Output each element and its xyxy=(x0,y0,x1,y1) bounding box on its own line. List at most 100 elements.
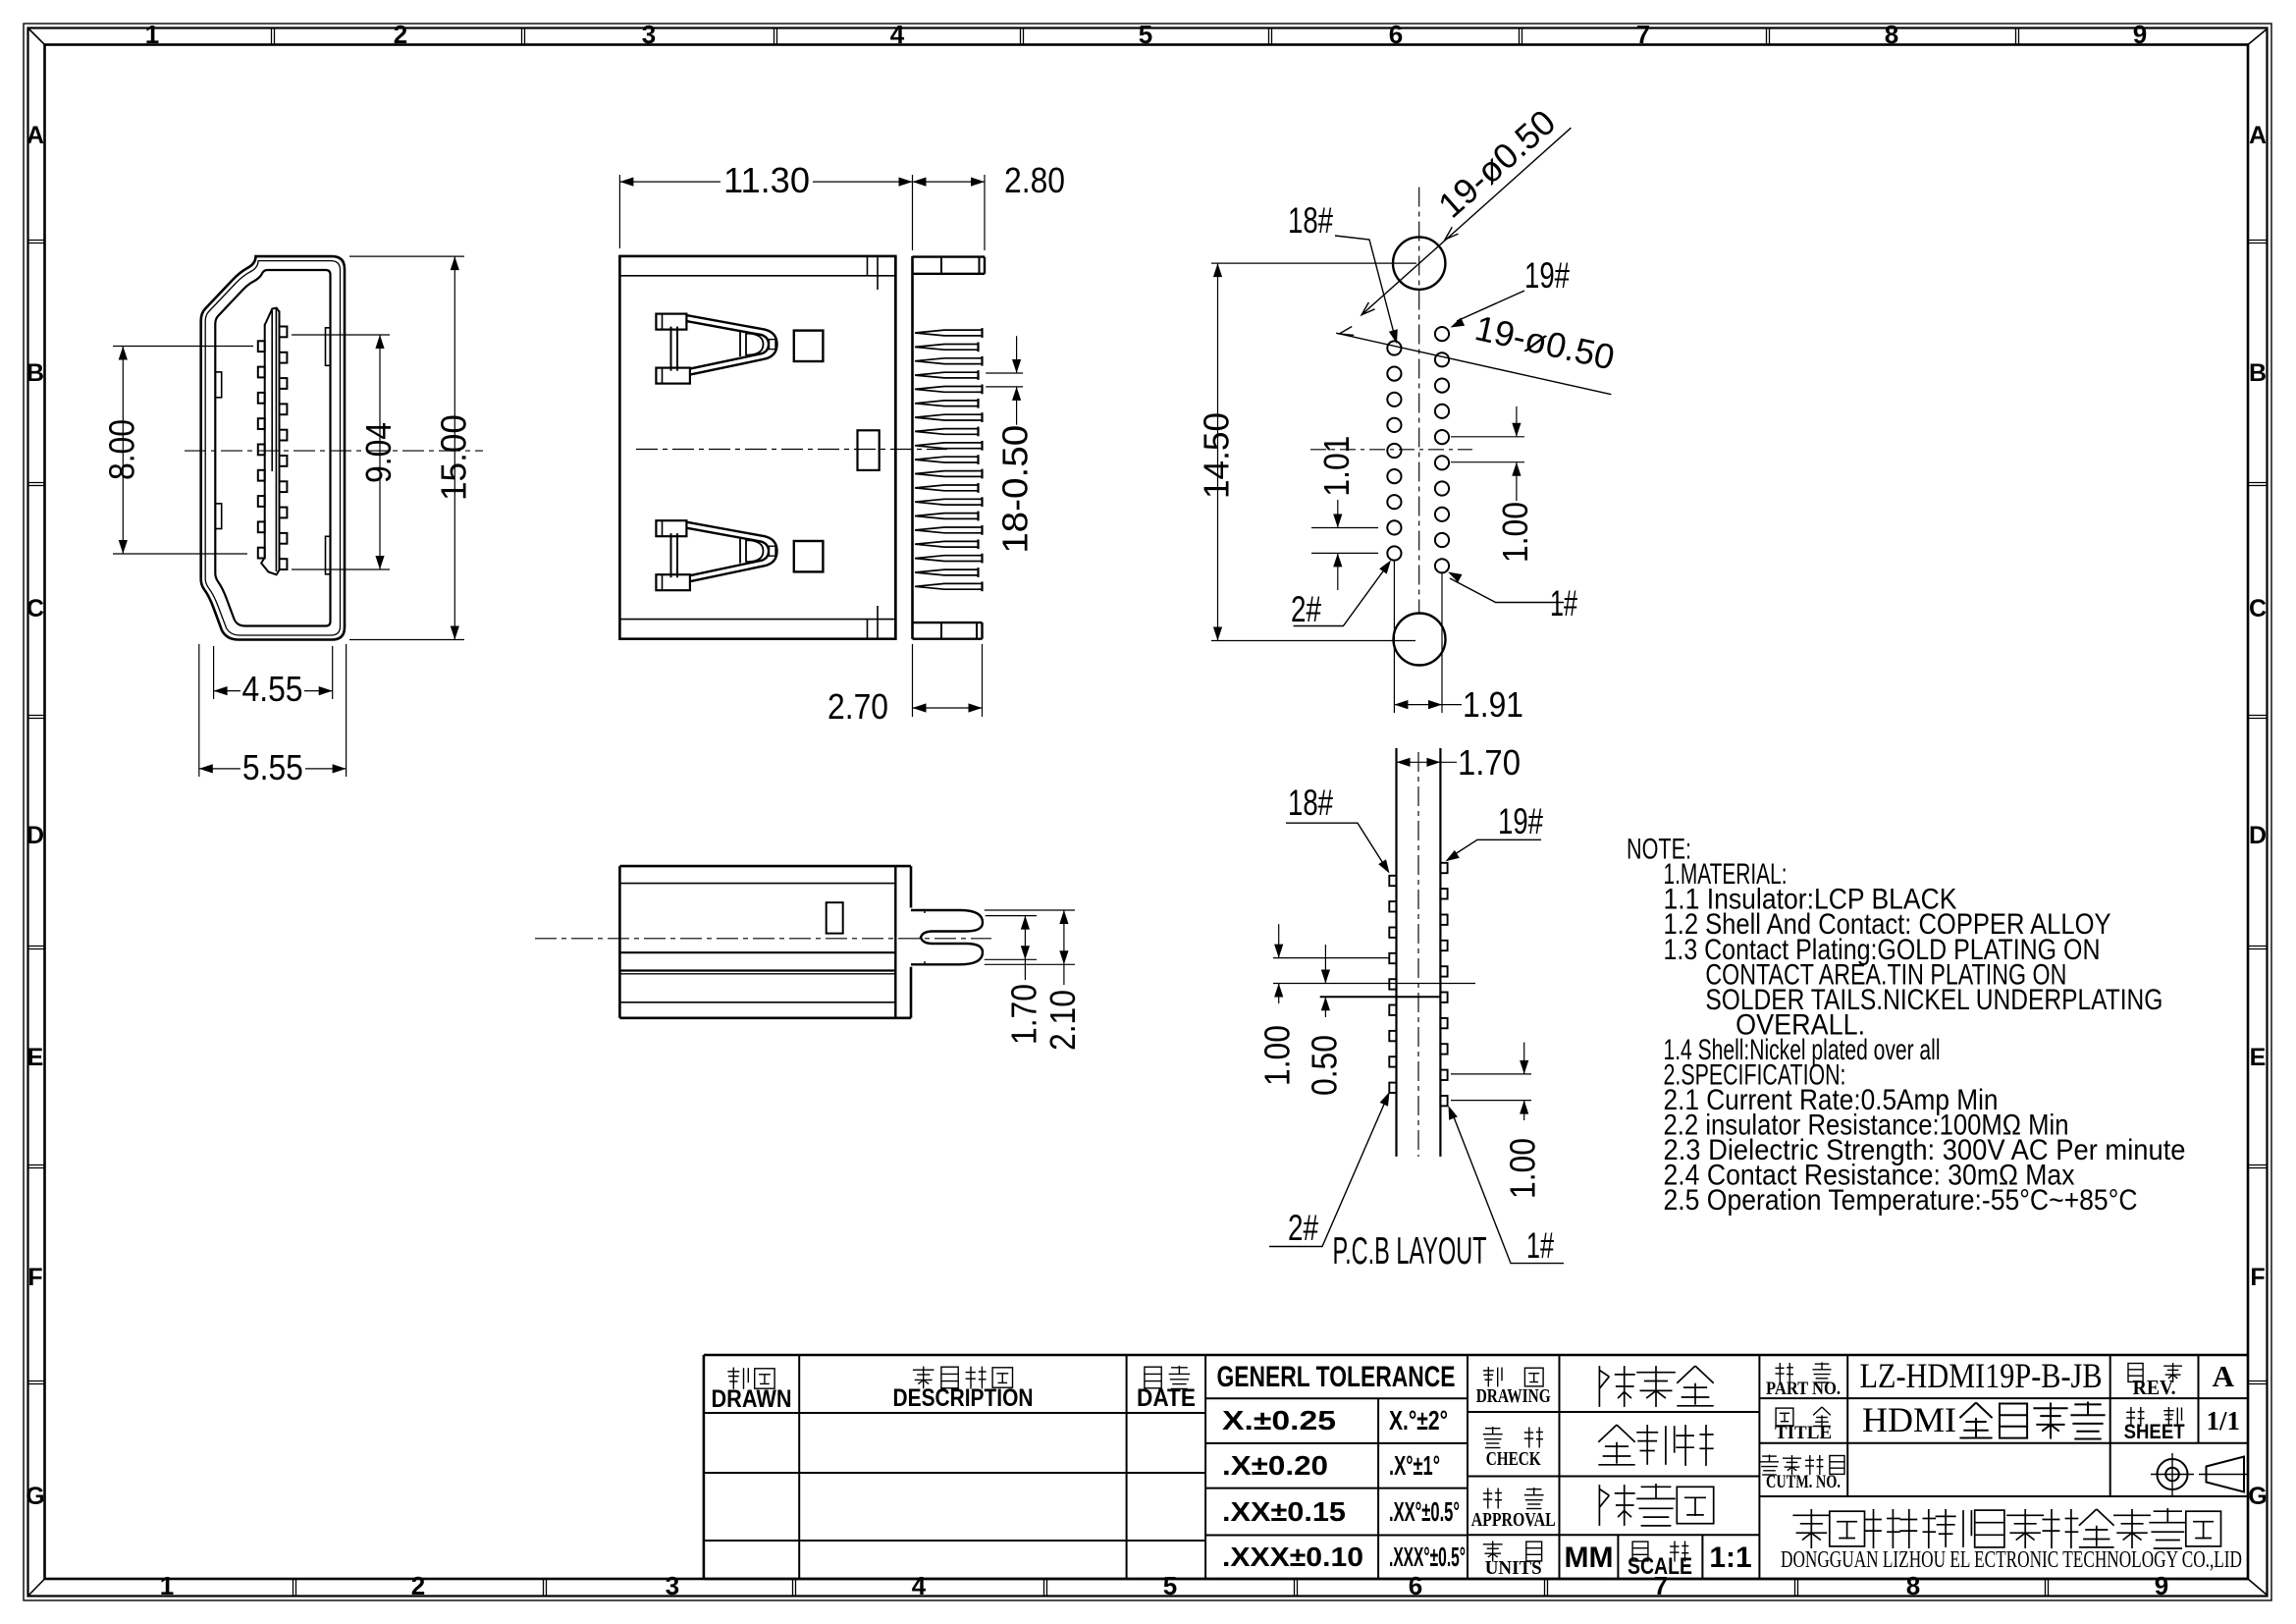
svg-text:1.91: 1.91 xyxy=(1463,684,1523,725)
svg-text:1.00: 1.00 xyxy=(1257,1025,1298,1086)
svg-text:2#: 2# xyxy=(1291,589,1321,629)
svg-text:APPROVAL: APPROVAL xyxy=(1471,1509,1556,1531)
svg-text:E: E xyxy=(27,1044,44,1071)
svg-text:1: 1 xyxy=(160,1571,174,1600)
svg-text:DRAWN: DRAWN xyxy=(712,1385,792,1413)
svg-text:SCALE: SCALE xyxy=(1628,1553,1692,1580)
svg-text:19#: 19# xyxy=(1524,255,1570,296)
svg-text:CUTM. NO.: CUTM. NO. xyxy=(1766,1472,1841,1492)
svg-text:2.10: 2.10 xyxy=(1042,990,1083,1051)
svg-text:14.50: 14.50 xyxy=(1197,412,1237,499)
svg-text:DRAWING: DRAWING xyxy=(1476,1385,1551,1407)
svg-text:6: 6 xyxy=(1409,1571,1422,1600)
svg-text:2#: 2# xyxy=(1288,1208,1318,1248)
svg-text:G: G xyxy=(26,1483,44,1510)
svg-text:2.SPECIFICATION:: 2.SPECIFICATION: xyxy=(1664,1059,1846,1092)
svg-text:9.04: 9.04 xyxy=(358,422,399,483)
svg-text:1.1 Insulator:LCP BLACK: 1.1 Insulator:LCP BLACK xyxy=(1664,884,1957,916)
svg-text:LZ-HDMI19P-B-JB: LZ-HDMI19P-B-JB xyxy=(1860,1356,2103,1395)
svg-text:PART NO.: PART NO. xyxy=(1766,1379,1841,1399)
svg-text:.XX±0.15: .XX±0.15 xyxy=(1222,1496,1346,1527)
svg-text:2.4 Contact Resistance: 30m: 2.4 Contact Resistance: 30mΩ Max xyxy=(1664,1160,2075,1192)
svg-text:NOTE:: NOTE: xyxy=(1627,834,1691,866)
svg-text:5: 5 xyxy=(1139,20,1152,49)
svg-text:1.00: 1.00 xyxy=(1495,502,1535,563)
svg-text:3: 3 xyxy=(642,20,656,49)
svg-text:MM: MM xyxy=(1565,1542,1614,1574)
svg-text:.X°±1°: .X°±1° xyxy=(1389,1450,1440,1481)
svg-text:3: 3 xyxy=(666,1571,679,1600)
svg-text:.XXX±0.10: .XXX±0.10 xyxy=(1222,1542,1363,1572)
svg-text:C: C xyxy=(2249,595,2267,623)
svg-text:C: C xyxy=(27,595,44,623)
svg-text:1:1: 1:1 xyxy=(1709,1542,1751,1574)
svg-text:A: A xyxy=(2249,122,2267,149)
svg-text:2: 2 xyxy=(411,1571,425,1600)
svg-text:REV.: REV. xyxy=(2133,1376,2176,1399)
svg-text:F: F xyxy=(27,1264,42,1291)
svg-text:D: D xyxy=(2249,822,2267,849)
svg-text:CONTACT AREA.TIN PLATING ON: CONTACT AREA.TIN PLATING ON xyxy=(1705,959,2066,992)
svg-text:18#: 18# xyxy=(1288,783,1333,823)
svg-text:5: 5 xyxy=(1163,1571,1177,1600)
svg-text:2: 2 xyxy=(394,20,407,49)
svg-text:.X±0.20: .X±0.20 xyxy=(1222,1450,1328,1481)
svg-text:DATE: DATE xyxy=(1137,1384,1196,1412)
svg-text:0.50: 0.50 xyxy=(1304,1035,1344,1096)
svg-text:X.±0.25: X.±0.25 xyxy=(1222,1405,1336,1435)
svg-text:1#: 1# xyxy=(1526,1225,1554,1266)
svg-text:11.30: 11.30 xyxy=(723,160,810,200)
svg-text:F: F xyxy=(2250,1264,2265,1291)
svg-text:5.55: 5.55 xyxy=(242,747,303,787)
svg-text:.XX°±0.5°: .XX°±0.5° xyxy=(1389,1496,1460,1527)
svg-text:B: B xyxy=(27,359,44,387)
svg-text:1.70: 1.70 xyxy=(1458,742,1521,783)
svg-text:19#: 19# xyxy=(1498,801,1543,841)
svg-text:DESCRIPTION: DESCRIPTION xyxy=(893,1384,1034,1412)
svg-text:9: 9 xyxy=(2133,20,2147,49)
svg-text:8: 8 xyxy=(1906,1571,1920,1600)
svg-text:9: 9 xyxy=(2155,1571,2168,1600)
svg-text:8: 8 xyxy=(1885,20,1898,49)
svg-text:6: 6 xyxy=(1389,20,1403,49)
svg-text:8.00: 8.00 xyxy=(101,419,141,480)
svg-text:GENERL TOLERANCE: GENERL TOLERANCE xyxy=(1217,1361,1456,1393)
svg-text:18#: 18# xyxy=(1288,200,1333,241)
svg-text:4: 4 xyxy=(890,20,905,49)
svg-text:E: E xyxy=(2250,1044,2267,1071)
svg-text:7: 7 xyxy=(1636,20,1650,49)
svg-text:4: 4 xyxy=(912,1571,927,1600)
svg-text:B: B xyxy=(2249,359,2267,387)
svg-text:TITLE: TITLE xyxy=(1775,1423,1832,1443)
svg-text:1.2 Shell And Contact: COP: 1.2 Shell And Contact: COPPER ALLOY xyxy=(1664,908,2111,941)
svg-text:2.70: 2.70 xyxy=(828,686,888,727)
svg-text:1.00: 1.00 xyxy=(1503,1138,1543,1199)
svg-text:P.C.B LAYOUT: P.C.B LAYOUT xyxy=(1333,1230,1487,1272)
svg-text:CHECK: CHECK xyxy=(1486,1448,1541,1470)
svg-text:X.°±2°: X.°±2° xyxy=(1389,1405,1448,1435)
svg-text:1.01: 1.01 xyxy=(1316,436,1357,497)
svg-text:1: 1 xyxy=(145,20,159,49)
svg-text:A: A xyxy=(27,122,44,149)
svg-text:SOLDER TAILS.NICKEL UNDERPLA: SOLDER TAILS.NICKEL UNDERPLATING xyxy=(1705,984,2163,1016)
svg-text:2.2 insulator Resistance:100: 2.2 insulator Resistance:100MΩ Min xyxy=(1664,1110,2069,1142)
svg-text:HDMI: HDMI xyxy=(1862,1400,1956,1439)
svg-text:A: A xyxy=(2213,1359,2235,1393)
svg-text:DONGGUAN LIZHOU EL ECTRONIC TE: DONGGUAN LIZHOU EL ECTRONIC TECHNOLOGY C… xyxy=(1781,1547,2242,1573)
svg-text:SHEET: SHEET xyxy=(2124,1421,2185,1443)
svg-text:2.5 Operation Temperature:-5: 2.5 Operation Temperature:-55°C~+85°C xyxy=(1664,1184,2138,1217)
svg-text:2.3 Dielectric Strength: 30: 2.3 Dielectric Strength: 300V AC Per min… xyxy=(1664,1134,2186,1166)
svg-text:1.4 Shell:Nickel plated ove: 1.4 Shell:Nickel plated over all xyxy=(1664,1034,1941,1066)
svg-text:UNITS: UNITS xyxy=(1485,1557,1542,1579)
svg-text:D: D xyxy=(27,822,44,849)
svg-text:OVERALL.: OVERALL. xyxy=(1735,1009,1865,1042)
svg-text:1/1: 1/1 xyxy=(2207,1406,2241,1435)
svg-text:G: G xyxy=(2248,1483,2267,1510)
svg-text:2.1 Current Rate:0.5Amp Min: 2.1 Current Rate:0.5Amp Min xyxy=(1664,1084,1999,1116)
svg-text:.XXX°±0.5°: .XXX°±0.5° xyxy=(1389,1542,1466,1572)
svg-text:2.80: 2.80 xyxy=(1004,160,1065,200)
svg-text:1.70: 1.70 xyxy=(1003,984,1043,1045)
svg-text:4.55: 4.55 xyxy=(242,669,303,709)
svg-text:1#: 1# xyxy=(1550,583,1577,623)
svg-text:1.MATERIAL:: 1.MATERIAL: xyxy=(1664,858,1788,891)
